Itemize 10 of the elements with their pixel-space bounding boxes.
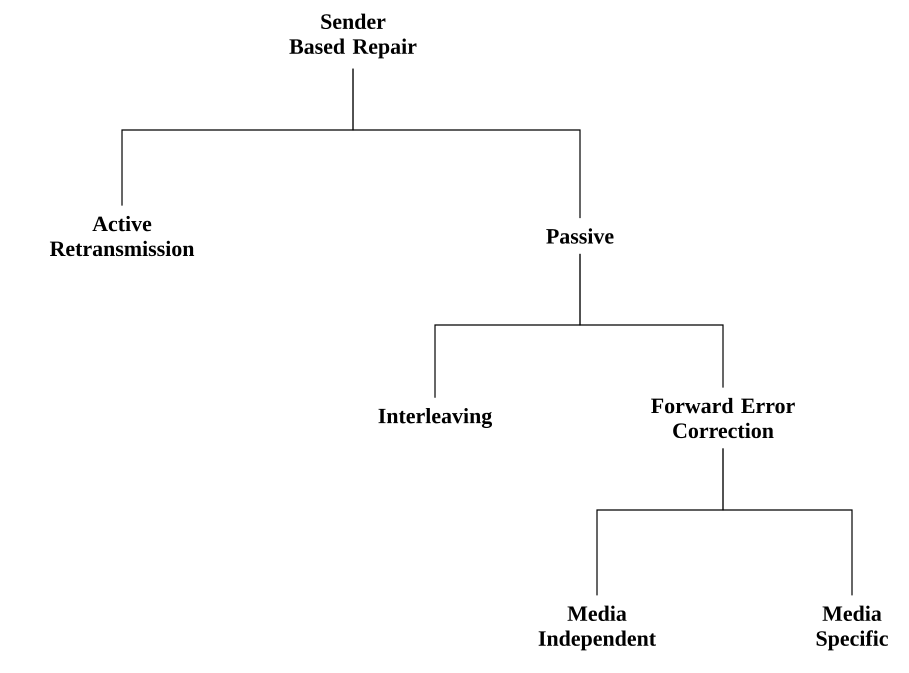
node-label: Passive	[546, 228, 614, 244]
node-label: Media Independent	[538, 606, 656, 650]
connector-line	[579, 254, 724, 388]
node-label: Media Specific	[816, 606, 888, 650]
node-label: Active Retransmission	[50, 216, 194, 256]
connector-line	[352, 68, 581, 218]
node-label: Forward Error Correction	[651, 398, 795, 438]
node-label: Interleaving	[378, 408, 492, 428]
connector-line	[722, 448, 853, 596]
node-label: Sender Based Repair	[289, 14, 416, 58]
